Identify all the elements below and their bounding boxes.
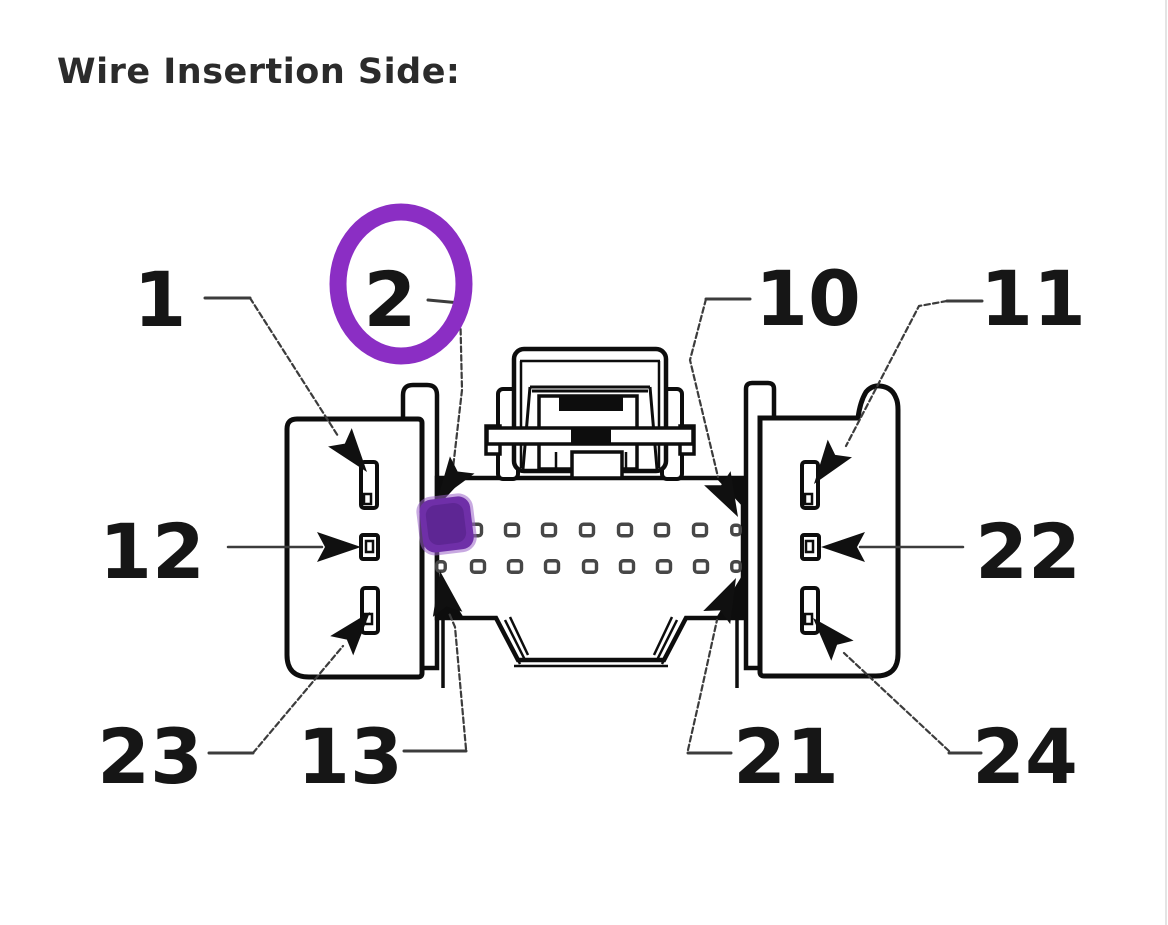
leader-pin21 xyxy=(686,618,719,752)
pin-label-21: 21 xyxy=(733,712,839,801)
pin-label-22: 22 xyxy=(975,507,1081,596)
pin-label-1: 1 xyxy=(134,255,187,344)
pin-label-10: 10 xyxy=(755,254,861,343)
arrow-pin2 xyxy=(437,456,475,501)
body-bottom-detail xyxy=(498,616,684,668)
arrow-pin12 xyxy=(317,532,361,562)
pin-number-labels: 1 2 10 11 12 22 23 13 21 24 xyxy=(97,254,1086,801)
slot-pin22 xyxy=(800,533,821,561)
arrow-pin1 xyxy=(328,428,367,472)
slot-pin1-notch xyxy=(362,492,373,506)
highlight-marker-pin2 xyxy=(416,493,477,556)
pin-hole xyxy=(469,559,487,574)
slot-pin24 xyxy=(800,586,820,635)
leader-lines xyxy=(203,296,984,755)
pin-label-2: 2 xyxy=(364,255,417,344)
latch-crossbar-black-segment xyxy=(571,429,611,443)
page-title: Wire Insertion Side: xyxy=(57,52,461,92)
pin-label-13: 13 xyxy=(297,712,403,801)
leader-pin24 xyxy=(842,651,951,753)
pin-label-23: 23 xyxy=(97,712,203,801)
pin-hole xyxy=(503,522,521,538)
arrow-pin22 xyxy=(821,532,865,562)
slot-pin24-notch xyxy=(803,612,814,626)
leader-arrowheads xyxy=(317,428,865,661)
pin-hole xyxy=(540,522,558,538)
pin-hole xyxy=(435,560,447,573)
pin-hole xyxy=(730,560,742,573)
arrow-pin10 xyxy=(704,471,738,517)
slot-pin12 xyxy=(359,533,380,561)
highlight-ellipse-pin2-label xyxy=(329,203,473,365)
right-wing xyxy=(757,383,901,679)
pin-hole xyxy=(692,559,710,574)
arrow-pin24 xyxy=(813,618,854,661)
latch-black-bar xyxy=(559,397,623,411)
pin-hole xyxy=(653,522,671,538)
wing-slots xyxy=(359,460,821,635)
arrow-pin23 xyxy=(330,612,370,656)
arrow-pin21 xyxy=(703,578,736,625)
leader-pin1 xyxy=(248,296,340,438)
slot-pin11-notch xyxy=(803,492,814,506)
pin-hole xyxy=(578,522,596,538)
pin-label-11: 11 xyxy=(980,254,1086,343)
latch-trapezoid xyxy=(521,385,659,470)
pin-hole xyxy=(616,522,634,538)
latch-assembly xyxy=(484,346,696,481)
slot-pin12-notch xyxy=(364,539,375,554)
pin-hole xyxy=(618,559,636,574)
leader-pin13 xyxy=(447,611,468,751)
pin-grid xyxy=(429,522,742,574)
pin-hole xyxy=(543,559,561,574)
slot-pin22-notch xyxy=(804,539,815,554)
leader-pin10 xyxy=(688,297,720,479)
connector-body xyxy=(429,475,746,688)
arrow-pin13 xyxy=(432,571,463,617)
pin-label-12: 12 xyxy=(99,507,205,596)
arrow-pin11 xyxy=(814,439,852,484)
leader-pin23 xyxy=(251,644,345,755)
leader-pin11 xyxy=(844,299,949,448)
latch-housing-inner-lines xyxy=(519,359,661,468)
page-edge-divider xyxy=(1165,0,1167,925)
latch-bottom-ticks xyxy=(554,452,628,468)
highlight-annotations xyxy=(329,203,477,556)
leader-pin2 xyxy=(451,301,464,470)
pin-hole xyxy=(730,523,742,537)
pin-hole xyxy=(655,559,673,574)
pin-hole xyxy=(506,559,524,574)
pin-hole xyxy=(691,522,709,538)
pin-hole xyxy=(581,559,599,574)
latch-bottom-notch xyxy=(570,450,624,480)
pin-label-24: 24 xyxy=(972,712,1078,801)
